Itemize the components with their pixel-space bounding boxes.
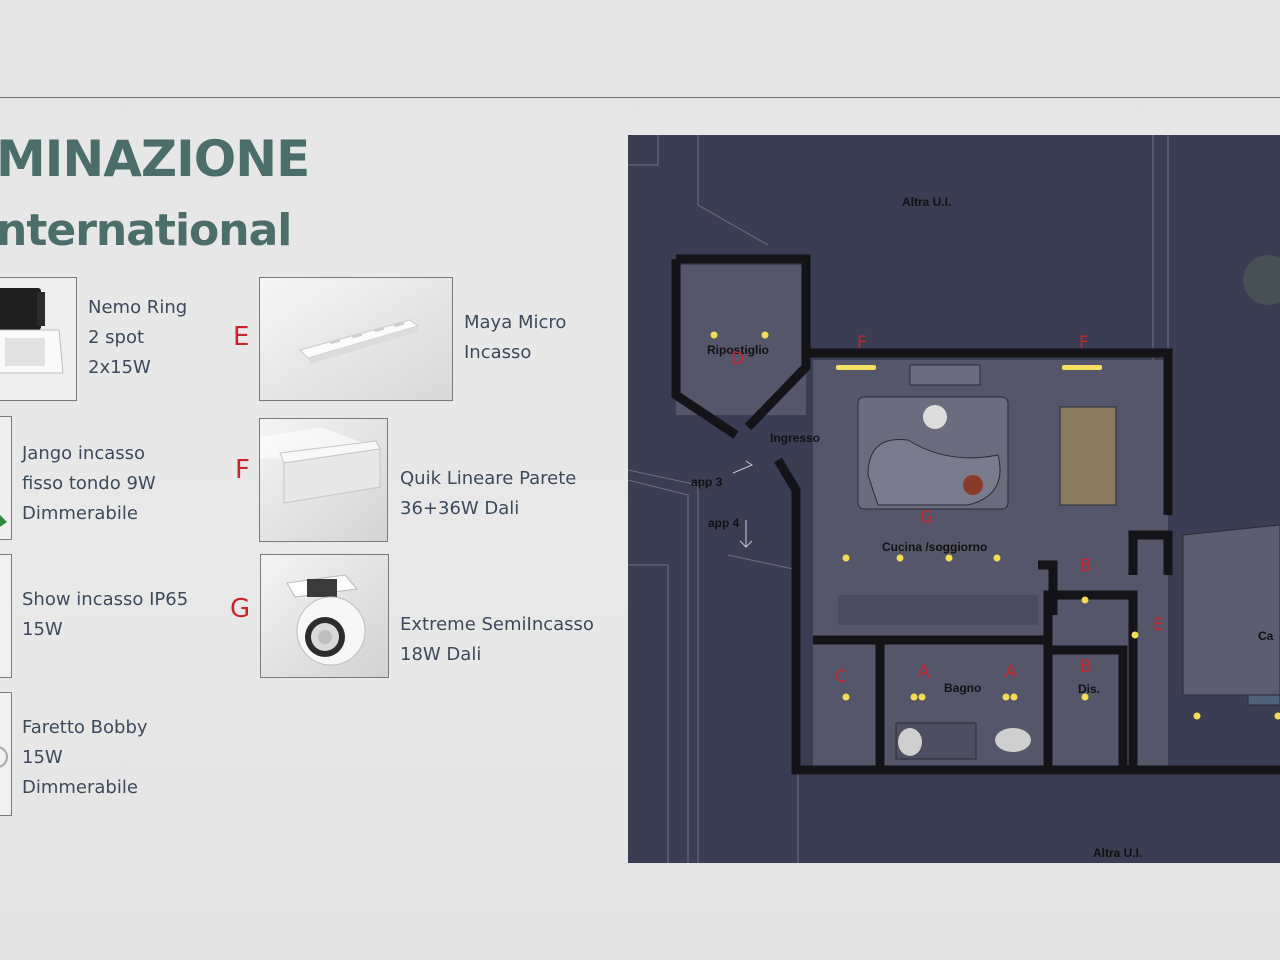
page-subtitle: nternational [0,205,292,256]
product-image-jango [0,416,12,540]
label-bagno: Bagno [944,681,981,695]
marker-d: D [731,349,744,369]
product-letter-e: E [233,322,250,352]
recessed-ip65-icon [0,555,11,677]
product-image-quik [259,418,388,542]
marker-e: E [1153,615,1164,635]
spotlight-icon [0,693,11,815]
header-rule [0,97,1280,98]
label-ripostiglio: Ripostiglio [707,343,769,357]
floor-plan: Altra U.I. Altra U.I. Ripostiglio Ingres… [628,135,1280,863]
product-label-nemo: Nemo Ring 2 spot 2x15W [88,297,188,378]
linear-wall-light-icon [260,419,387,541]
marker-b1: B [1080,556,1092,576]
label-altra-bottom: Altra U.I. [1093,846,1142,860]
marker-a1: A [918,662,930,682]
product-image-maya [259,277,453,401]
product-label-maya: Maya Micro Incasso [464,312,567,363]
marker-c: C [835,667,847,687]
label-altra-top: Altra U.I. [902,195,951,209]
recessed-square-spot-icon [0,278,76,400]
semi-recessed-spot-icon [261,555,388,677]
label-dis: Dis. [1078,682,1100,696]
marker-f1: F [857,333,867,353]
product-label-quik: Quik Lineare Parete 36+36W Dali [400,468,577,519]
kitchen-counter [838,595,1038,625]
product-image-nemo [0,277,77,401]
round-recessed-icon [0,417,11,539]
product-image-extreme [260,554,389,678]
marker-b2: B [1080,657,1092,677]
product-image-bobby [0,692,12,816]
label-cucina: Cucina /soggiorno [882,540,987,554]
product-label-jango: Jango incasso fisso tondo 9W Dimmerabile [22,443,156,524]
product-label-bobby: Faretto Bobby 15W Dimmerabile [22,717,148,798]
label-camera: Ca [1258,629,1274,643]
marker-g: G [920,508,933,528]
label-ingresso: Ingresso [770,431,820,445]
floor-plan-drawing: Altra U.I. Altra U.I. Ripostiglio Ingres… [628,135,1280,863]
marker-a2: A [1005,662,1017,682]
marker-f2: F [1079,333,1089,353]
label-app4: app 4 [708,516,740,530]
product-letter-g: G [230,594,251,624]
label-app3: app 3 [691,475,723,489]
product-letter-f: F [235,455,250,485]
product-label-extreme: Extreme SemiIncasso 18W Dali [400,614,594,665]
page-title: MINAZIONE [0,130,310,188]
step-light-icon [260,278,452,400]
product-label-show: Show incasso IP65 15W [22,589,189,640]
product-image-show [0,554,12,678]
